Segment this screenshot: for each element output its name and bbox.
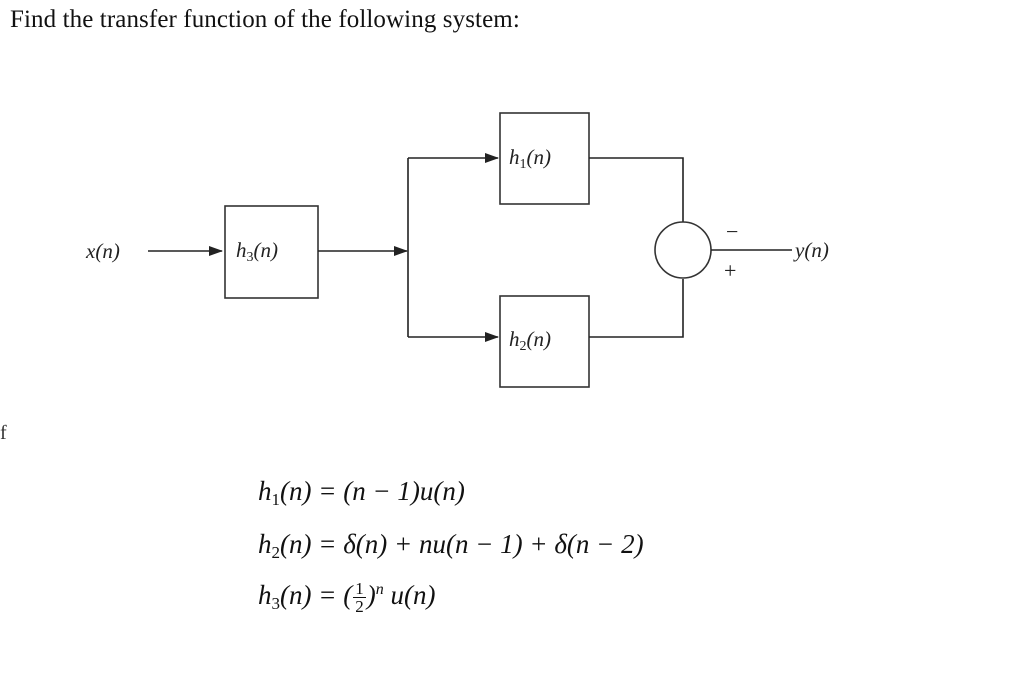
stray-mark: f xyxy=(0,422,7,444)
sum-sign-plus: + xyxy=(724,258,736,283)
h2-output-line xyxy=(589,279,684,338)
eq-h3-exponent: n xyxy=(375,581,384,598)
eq-h2-sub: 2 xyxy=(271,543,281,562)
block-h3-label: h3(n) xyxy=(236,238,278,265)
eq-h3-tail: u(n) xyxy=(390,580,436,610)
eq-h3-arg: (n) xyxy=(280,580,312,610)
sum-sign-minus: − xyxy=(726,219,738,244)
eq-h2-rhs: = δ(n) + nu(n − 1) + δ(n − 2) xyxy=(318,529,644,559)
eq-h2-base: h xyxy=(258,529,272,559)
eq-h3-close: ) xyxy=(366,580,376,610)
eq-h3-frac-den: 2 xyxy=(355,597,364,617)
block-h2 xyxy=(499,295,590,388)
eq-h2-arg: (n) xyxy=(280,529,312,559)
question-text: Find the transfer function of the follow… xyxy=(10,6,520,33)
output-label: y(n) xyxy=(793,238,829,262)
block-h3 xyxy=(224,205,319,299)
eq-h3-base: h xyxy=(258,580,272,610)
eq-h1-arg: (n) xyxy=(280,476,312,506)
block-h2-label: h2(n) xyxy=(509,327,551,354)
summing-junction xyxy=(654,221,712,279)
block-h1-label: h1(n) xyxy=(509,145,551,172)
eq-h1-base: h xyxy=(258,476,272,506)
eq-h3-open: = ( xyxy=(318,580,353,610)
input-label: x(n) xyxy=(85,239,120,263)
eq-h3-sub: 3 xyxy=(271,594,281,613)
eq-h1-rhs: = (n − 1)u(n) xyxy=(318,476,465,506)
equation-h1: h1(n) = (n − 1)u(n) xyxy=(258,476,465,510)
h1-output-line xyxy=(589,157,684,222)
equation-h2: h2(n) = δ(n) + nu(n − 1) + δ(n − 2) xyxy=(258,529,644,563)
eq-h3-frac-num: 1 xyxy=(353,579,366,599)
eq-h1-sub: 1 xyxy=(271,490,281,509)
